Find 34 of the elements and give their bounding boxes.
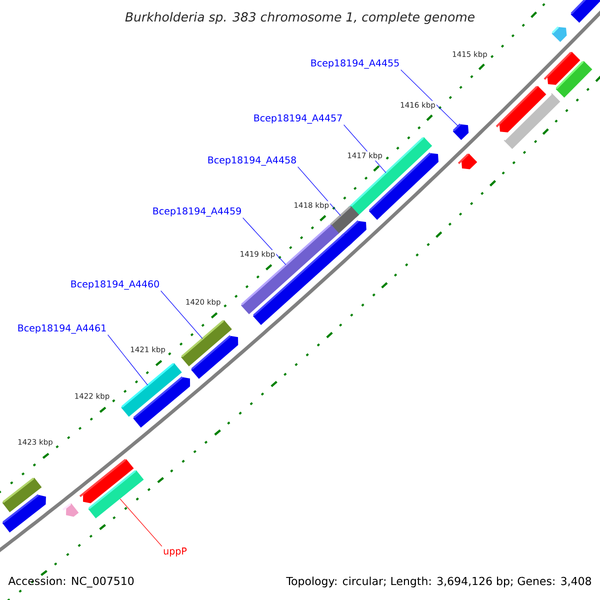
gene-feature [133, 376, 190, 428]
title: Burkholderia sp. 383 chromosome 1, complete genome [125, 12, 474, 24]
gene-feature [62, 503, 79, 517]
gene-feature [552, 26, 567, 42]
gene-feature [191, 335, 238, 379]
gene-label: Bcep18194_A4460 [71, 280, 159, 290]
leader-line [298, 166, 341, 216]
gene-feature [368, 152, 438, 220]
genome-info: Topology: circular; Length: 3,694,126 bp; Genes: 3,408 [286, 576, 592, 588]
gene-feature [241, 224, 339, 314]
gene-label: Bcep18194_A4461 [18, 324, 106, 334]
gene-feature [2, 494, 46, 532]
gene-feature [88, 470, 144, 518]
leader-line [242, 218, 286, 266]
leader-line [108, 334, 148, 386]
gene-label: Bcep18194_A4457 [254, 114, 342, 124]
leader-line [400, 70, 458, 126]
leader-line [160, 290, 203, 339]
gene-feature [121, 363, 182, 417]
gene-label: Bcep18194_A4459 [153, 207, 241, 217]
gene-feature [504, 93, 560, 149]
gene-feature [570, 0, 600, 23]
gene-feature [79, 458, 134, 504]
accession-label: Accession: NC_007510 [8, 576, 134, 588]
gene-feature [452, 124, 469, 140]
gene-feature [544, 52, 580, 85]
gene-label: Bcep18194_A4455 [311, 59, 399, 69]
gene-label: uppP [164, 548, 187, 556]
gene-feature [496, 86, 546, 132]
gene-feature [556, 60, 592, 98]
gene-feature [2, 478, 42, 512]
gene-feature [181, 320, 232, 366]
gene-feature [458, 153, 478, 170]
gene-label: Bcep18194_A4458 [208, 156, 296, 166]
